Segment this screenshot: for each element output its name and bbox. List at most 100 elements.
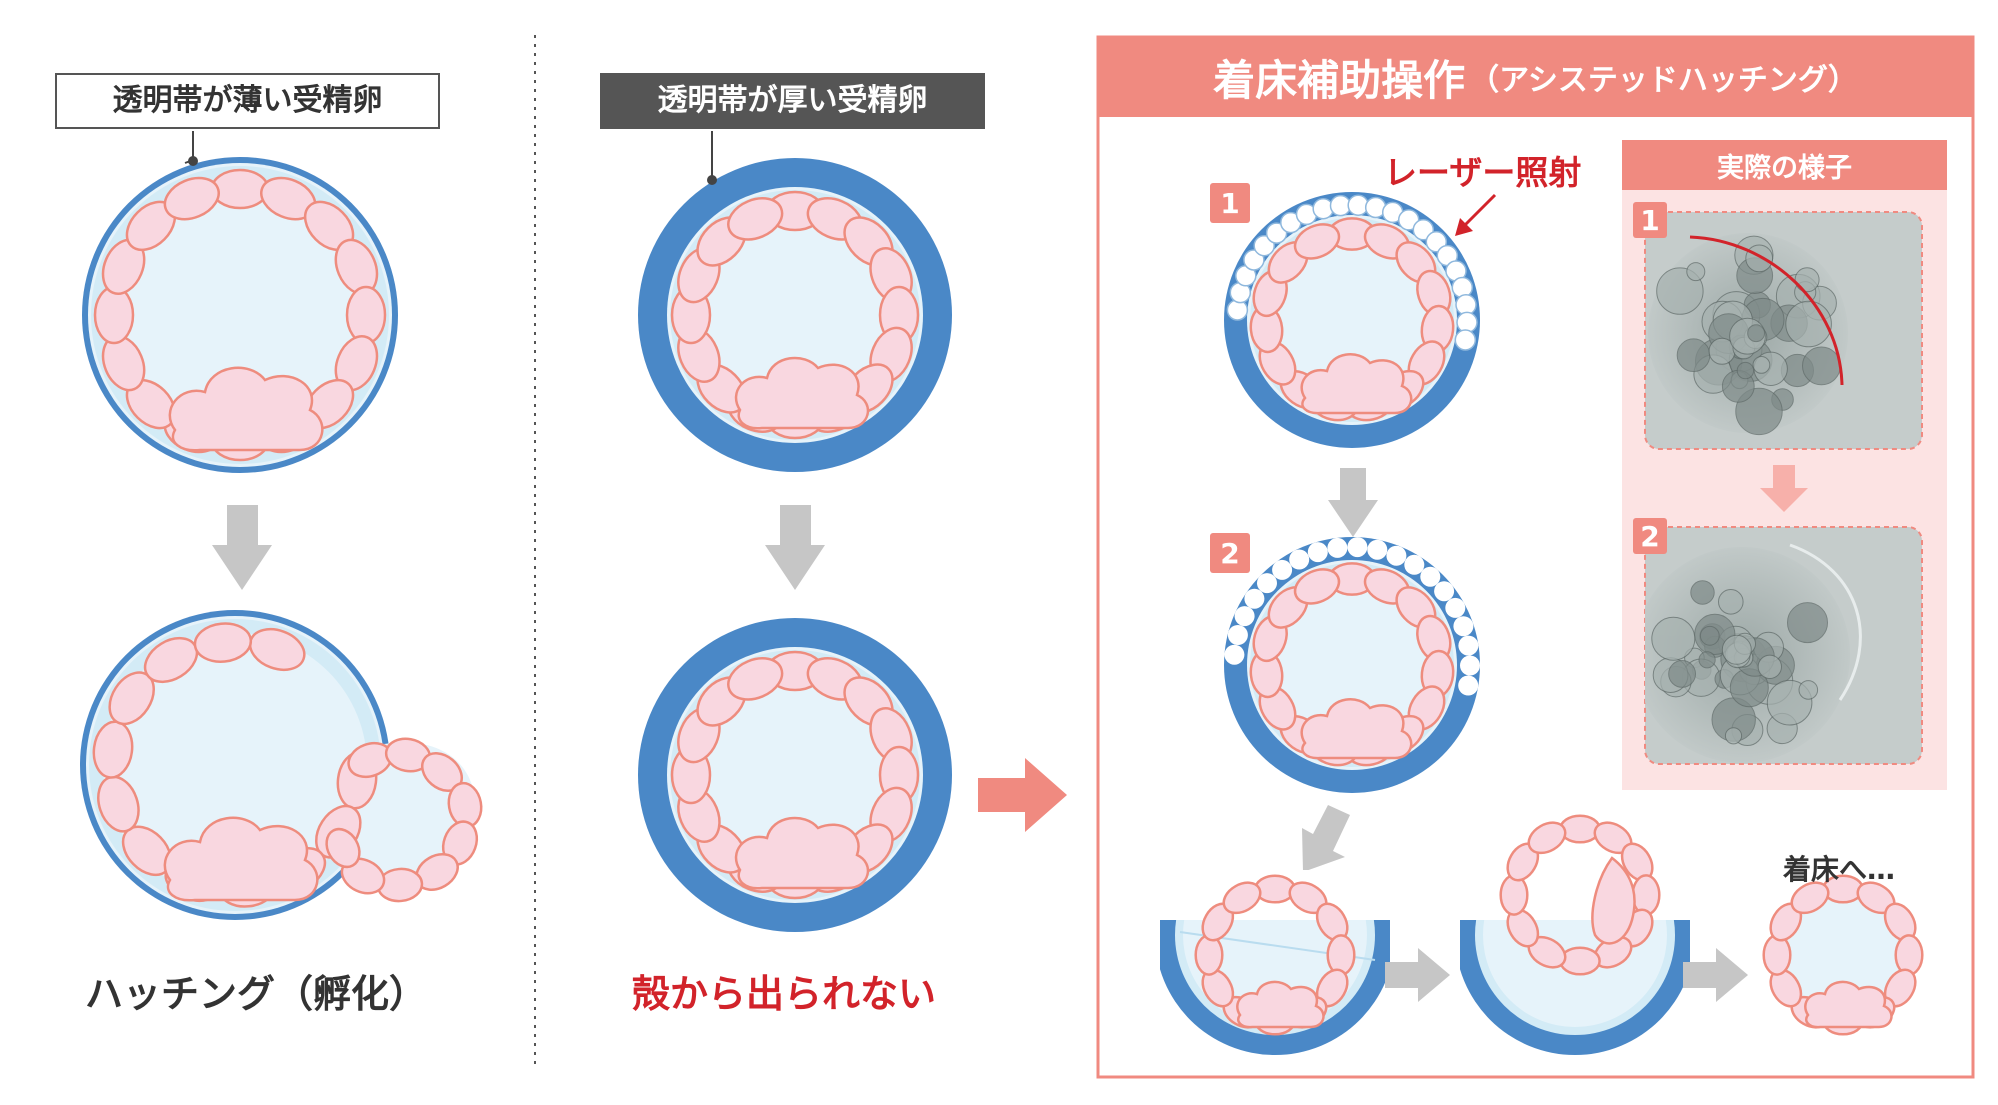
zona-notch xyxy=(1244,588,1265,609)
cell-ring-stuck xyxy=(670,650,920,900)
laser-bubble xyxy=(1397,209,1420,231)
cell xyxy=(1631,874,1661,916)
cell xyxy=(1894,934,1924,976)
blastomere xyxy=(1752,356,1771,374)
cell xyxy=(1254,874,1296,904)
blastomere-texture-1 xyxy=(1656,235,1841,436)
laser-bubble xyxy=(1454,329,1477,351)
zona-notch xyxy=(1460,655,1480,676)
laser-bubble xyxy=(1312,197,1334,220)
zona-notch xyxy=(1257,573,1277,594)
zona-notch xyxy=(1386,545,1407,566)
cell xyxy=(727,197,784,241)
photo-badge-1: 1 xyxy=(1633,202,1667,238)
thin-zona-egg xyxy=(82,131,398,473)
blastomere xyxy=(1747,324,1765,343)
zona-notches xyxy=(1224,537,1480,696)
zona-notch xyxy=(1307,542,1328,563)
free-embryo xyxy=(1762,874,1924,1036)
panel-title: 着床補助操作 （アシステッドハッチング） xyxy=(1098,37,1973,117)
cell xyxy=(1222,881,1262,915)
laser-bubbles xyxy=(1226,194,1478,351)
step-badge-1: 1 xyxy=(1210,183,1250,223)
step-badge-2: 2 xyxy=(1210,533,1250,573)
gray-arrow-down-step xyxy=(1328,468,1378,537)
blastomere xyxy=(1794,267,1820,293)
cell xyxy=(1527,821,1567,855)
zona-notch xyxy=(1420,566,1441,587)
blastomere xyxy=(1668,660,1696,688)
blastomere-texture-2 xyxy=(1651,580,1828,746)
implant-label: 着床へ… xyxy=(1783,853,1896,886)
blastomere xyxy=(1686,262,1706,282)
blastomere xyxy=(1721,634,1752,665)
cell xyxy=(1293,223,1341,260)
zona-notch xyxy=(1347,537,1368,558)
photo-badge-2: 2 xyxy=(1633,518,1667,554)
panel-title-sub: （アシステッドハッチング） xyxy=(1469,63,1858,98)
blastomere xyxy=(1757,654,1783,679)
zona-notch xyxy=(1289,549,1310,570)
blastomere xyxy=(1718,589,1744,615)
laser-label: レーザー照射 xyxy=(1384,153,1582,192)
gray-arrow-diag xyxy=(1302,805,1350,872)
zona-notch xyxy=(1367,539,1388,560)
blastomere xyxy=(1785,300,1832,348)
inner-cell-mass xyxy=(168,366,324,452)
blastomere xyxy=(1699,625,1720,646)
laser-bubble xyxy=(1226,299,1249,321)
thick-zona-egg xyxy=(638,131,952,472)
blastomere xyxy=(1724,727,1743,745)
cell xyxy=(1559,946,1601,976)
gray-arrow-right-2 xyxy=(1683,948,1748,1002)
cell xyxy=(1790,881,1830,915)
zona-notch xyxy=(1458,675,1479,696)
zona-notch xyxy=(1434,581,1455,602)
actual-label: 実際の様子 xyxy=(1622,140,1947,190)
blastomere xyxy=(1698,651,1716,669)
herniating-cells xyxy=(325,737,483,903)
panel-title-main: 着床補助操作 xyxy=(1213,55,1466,105)
thick-zona-label: 透明帯が厚い受精卵 xyxy=(600,73,985,129)
laser-egg-step2 xyxy=(1224,537,1480,793)
hatching-caption: ハッチング（孵化） xyxy=(85,972,428,1016)
cell xyxy=(193,622,253,663)
laser-bubble xyxy=(1451,276,1474,299)
blastomere xyxy=(1787,602,1828,644)
cell xyxy=(1293,568,1341,605)
zona-notch xyxy=(1234,606,1255,627)
blastomere xyxy=(1676,338,1711,373)
laser-egg-step1 xyxy=(1224,192,1480,448)
micro-photo-2 xyxy=(1644,526,1923,765)
cell xyxy=(1194,934,1224,976)
blastomere xyxy=(1798,680,1819,700)
stuck-caption: 殻から出られない xyxy=(632,972,937,1016)
zona-notch xyxy=(1327,537,1348,558)
zona-notch xyxy=(1227,625,1248,645)
blastomere xyxy=(1651,616,1696,661)
emerging-embryo xyxy=(1160,870,1390,1055)
zona-notch xyxy=(1453,616,1474,637)
pink-arrow-right xyxy=(978,758,1067,832)
cell xyxy=(210,168,270,210)
cell xyxy=(727,657,784,701)
cell xyxy=(93,285,135,345)
pink-arrow-down xyxy=(1760,465,1808,512)
zona-notch xyxy=(1458,635,1479,656)
cell xyxy=(1326,934,1356,976)
zona-notch xyxy=(1445,597,1466,618)
cell xyxy=(1559,814,1601,844)
blastomere xyxy=(1802,346,1841,386)
blastomere xyxy=(1690,580,1715,605)
zona-notch xyxy=(1272,559,1293,580)
thin-zona-label: 透明帯が薄い受精卵 xyxy=(55,73,440,129)
blastomere xyxy=(1736,361,1755,380)
laser-arrow xyxy=(1455,193,1497,236)
zona-notch xyxy=(1224,644,1245,665)
blastomere xyxy=(1745,244,1774,273)
gray-arrow-down-middle xyxy=(765,505,825,590)
cell xyxy=(345,285,387,345)
zona-notch xyxy=(1404,554,1425,575)
cell xyxy=(163,176,220,221)
